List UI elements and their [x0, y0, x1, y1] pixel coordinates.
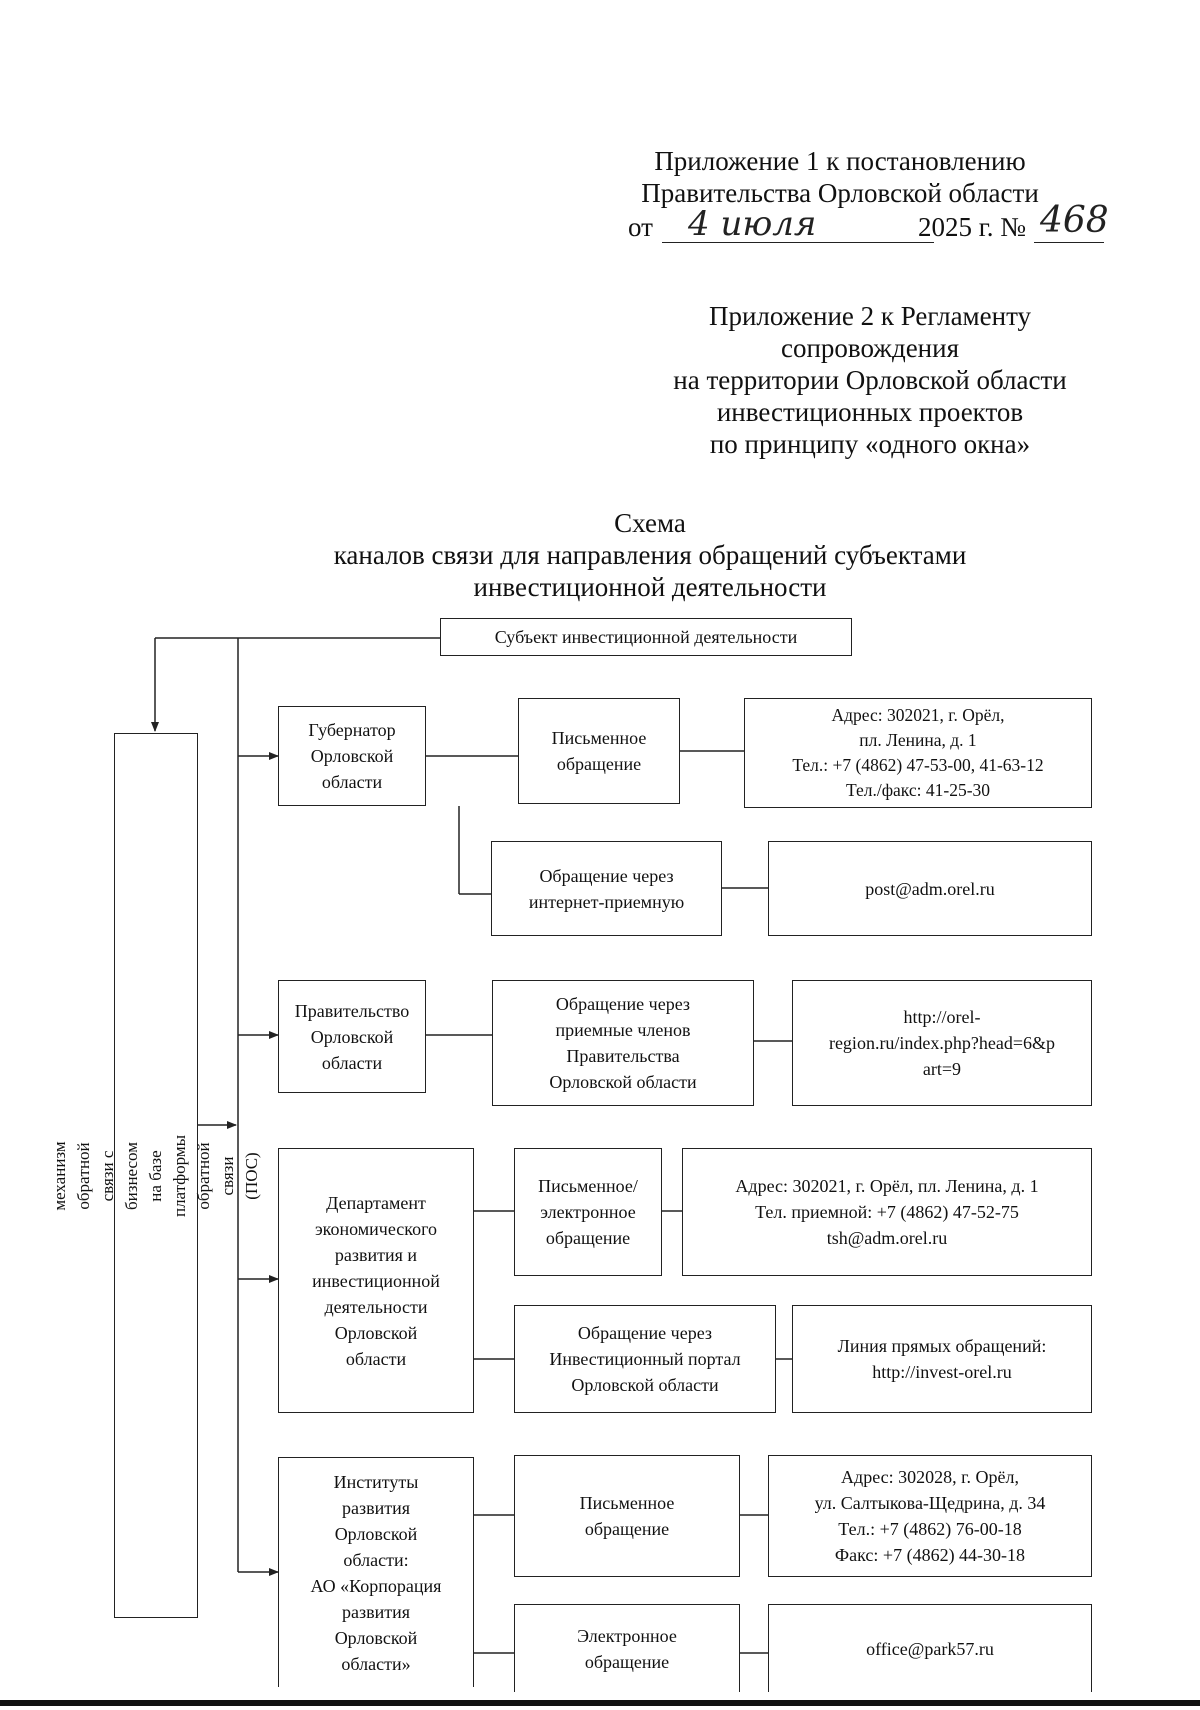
contact-institutions-email: office@park57.ru	[768, 1604, 1092, 1692]
org-government: Правительство Орловской области	[278, 980, 426, 1093]
date-handwritten: 4 июля	[688, 204, 817, 244]
contact-governor-address: Адрес: 302021, г. Орёл, пл. Ленина, д. 1…	[744, 698, 1092, 808]
appendix1-line2: Правительства Орловской области	[641, 178, 1039, 208]
channel-governor-internet: Обращение через интернет-приемную	[491, 841, 722, 936]
year-text: 2025 г. №	[918, 212, 1027, 242]
number-handwritten: 468	[1040, 200, 1109, 241]
org-development-institutions: Институты развития Орловской области: АО…	[278, 1457, 474, 1687]
contact-governor-email: post@adm.orel.ru	[768, 841, 1092, 936]
org-governor: Губернатор Орловской области	[278, 706, 426, 806]
pos-mechanism-box: механизм обрaтной связи с бизнесом на ба…	[50, 733, 261, 1618]
subject-box: Субъект инвестиционной деятельности	[440, 618, 852, 656]
page-bottom-rule	[0, 1700, 1200, 1706]
number-underline	[1034, 242, 1104, 243]
date-underline	[662, 242, 934, 243]
channel-institutions-written: Письменное обращение	[514, 1455, 740, 1577]
title-line2: каналов связи для направления обращений …	[333, 540, 967, 570]
channel-department-written: Письменное/ электронное обращение	[514, 1148, 662, 1276]
contact-department-address: Адрес: 302021, г. Орёл, пл. Ленина, д. 1…	[682, 1148, 1092, 1276]
date-row: от 4 июля 2025 г. № 468	[628, 200, 1109, 246]
org-economic-department: Департамент экономического развития и ин…	[278, 1148, 474, 1413]
channel-institutions-electronic: Электронное обращение	[514, 1604, 740, 1692]
appendix2-line1: Приложение 2 к Регламенту	[708, 301, 1032, 331]
channel-governor-written: Письменное обращение	[518, 698, 680, 804]
appendix2-line4: инвестиционных проектов	[716, 397, 1024, 427]
appendix2-line3: на территории Орловской области	[673, 365, 1067, 395]
title-line3: инвестиционной деятельности	[473, 572, 827, 602]
appendix1-line1: Приложение 1 к постановлению	[654, 146, 1026, 176]
date-prefix: от	[628, 212, 653, 242]
contact-department-portal: Линия прямых обращений: http://invest-or…	[792, 1305, 1092, 1413]
channel-government-reception: Обращение через приемные членов Правител…	[492, 980, 754, 1106]
pos-mechanism-label: механизм обрaтной связи с бизнесом на ба…	[50, 1134, 261, 1217]
title-line1: Схема	[614, 508, 686, 538]
contact-government-url: http://orel- region.ru/index.php?head=6&…	[792, 980, 1092, 1106]
channel-department-portal: Обращение через Инвестиционный портал Ор…	[514, 1305, 776, 1413]
appendix2-line5: по принципу «одного окна»	[709, 429, 1031, 459]
appendix2-line2: сопровождения	[780, 333, 960, 363]
contact-institutions-address: Адрес: 302028, г. Орёл, ул. Салтыкова-Ще…	[768, 1455, 1092, 1577]
